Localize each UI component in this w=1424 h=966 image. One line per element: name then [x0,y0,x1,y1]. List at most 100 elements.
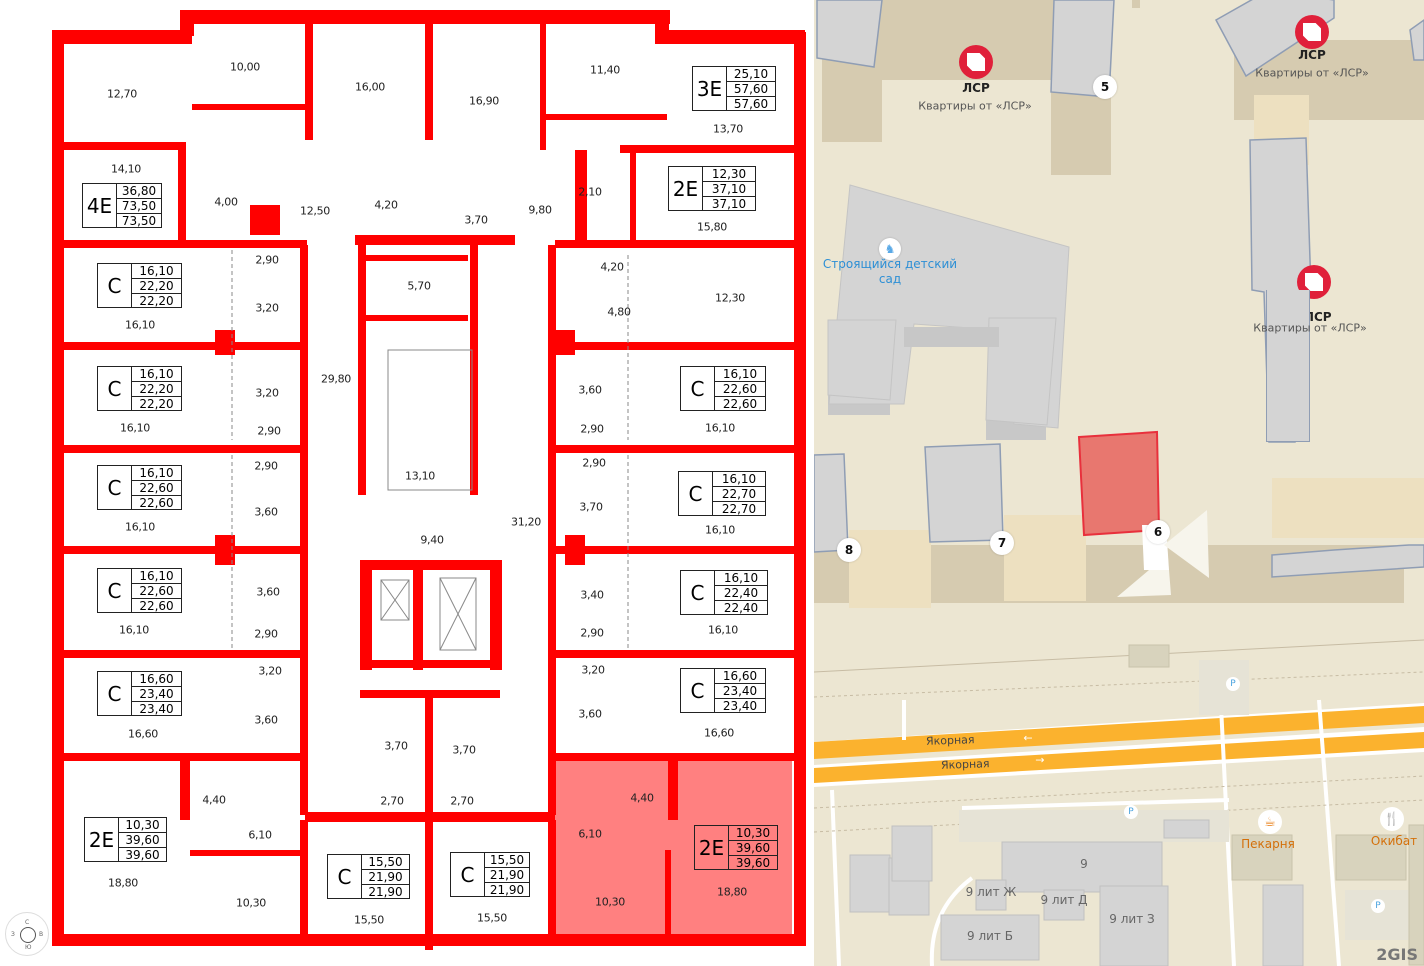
room-area-label: 16,60 [128,727,158,741]
apartment-area-value: 57,60 [733,97,769,111]
lsr-logo-icon[interactable] [959,45,993,79]
arrow-left-icon: ← [1023,731,1033,745]
compass[interactable]: С Ю З В [5,912,49,956]
apartment-area-value: 16,10 [132,367,181,382]
apartment-area-value: 23,40 [132,687,181,702]
room-area-label: 4,00 [214,195,238,209]
apartment-area-value: 25,10 [727,67,775,82]
room-area-label: 2,70 [380,794,404,808]
apartment-type: C [98,367,132,410]
apartment-area-value: 22,60 [722,397,758,411]
apartment-area-value: 16,10 [713,472,765,487]
house-number-8[interactable]: 8 [837,538,861,562]
apartment-area-value: 16,10 [715,571,767,586]
restaurant-icon[interactable]: 🍴 [1380,807,1404,831]
apartment-area-value: 39,60 [119,833,166,848]
apartment-area-value: 16,60 [715,669,765,684]
room-area-label: 3,60 [254,713,278,727]
apartment-area-value: 22,60 [132,584,181,599]
map[interactable]: ЛСР Квартиры от «ЛСР» ЛСР Квартиры от «Л… [814,0,1424,966]
room-area-label: 2,90 [582,456,606,470]
parking-icon[interactable]: P [1371,899,1385,913]
apartment-type: 2E [669,167,703,210]
room-area-label: 3,70 [464,213,488,227]
apartment-area-value: 22,40 [723,601,759,615]
house-number-7[interactable]: 7 [990,531,1014,555]
room-area-label: 4,80 [607,305,631,319]
apartment-area-value: 22,60 [132,481,181,496]
house-number-5[interactable]: 5 [1093,75,1117,99]
apartment-type: C [98,264,132,307]
apartment-area-value: 16,10 [132,466,181,481]
parking-icon[interactable]: P [1226,677,1240,691]
apartment-type: 2E [695,826,729,869]
apartment-area-value: 23,40 [139,702,174,716]
apartment-area-value: 21,90 [485,868,529,883]
room-area-label: 5,70 [407,279,431,293]
room-area-label: 16,10 [119,623,149,637]
room-area-label: 3,20 [258,664,282,678]
room-area-label: 2,90 [580,422,604,436]
room-area-label: 2,90 [254,627,278,641]
room-area-label: 16,10 [125,318,155,332]
apartment-type: C [681,571,715,614]
room-area-label: 16,10 [708,623,738,637]
apartment-area-value: 15,50 [485,853,529,868]
apartment-type: 4E [83,184,117,227]
apartment-area-value: 22,20 [139,294,174,308]
lsr-logo-icon[interactable] [1295,15,1329,49]
kindergarten-icon[interactable]: ♞ [879,238,901,260]
room-area-label: 3,70 [384,739,408,753]
room-area-label: 3,70 [452,743,476,757]
arrow-right-icon: → [1035,753,1045,767]
house-number-6[interactable]: 6 [1146,520,1170,544]
road-yakornaya-north [814,706,1424,759]
compass-ring-icon [20,927,36,943]
brand-pin-subtitle[interactable]: Квартиры от «ЛСР» [1253,321,1367,335]
room-area-label: 15,80 [697,220,727,234]
apartment-area-value: 39,60 [729,841,777,856]
apartment-area-value: 21,90 [362,870,409,885]
room-area-label: 10,30 [595,895,625,909]
building-overlap [1266,290,1310,442]
apartment-area-value: 23,40 [722,699,758,713]
map-canvas[interactable] [814,0,1424,966]
room-area-label: 16,10 [705,421,735,435]
room-area-label: 16,60 [704,726,734,740]
apartment-area-value: 16,60 [132,672,181,687]
room-area-label: 10,30 [236,896,266,910]
room-area-label: 2,70 [450,794,474,808]
cafe-icon[interactable]: ☕ [1258,810,1282,834]
apartment-type: C [98,672,132,715]
room-area-label: 29,80 [321,372,351,386]
selected-building [1077,430,1161,537]
apartment-area-value: 16,10 [132,569,181,584]
room-area-label: 15,50 [477,911,507,925]
room-area-label: 2,10 [578,185,602,199]
parking-icon[interactable]: P [1124,805,1138,819]
apartment-area-value: 22,40 [715,586,767,601]
2gis-logo[interactable]: 2GIS [1376,945,1418,964]
apartment-area-value: 23,40 [715,684,765,699]
room-area-label: 2,90 [254,459,278,473]
room-area-label: 14,10 [111,162,141,176]
room-area-label: 2,90 [257,424,281,438]
apartment-type: C [681,669,715,712]
